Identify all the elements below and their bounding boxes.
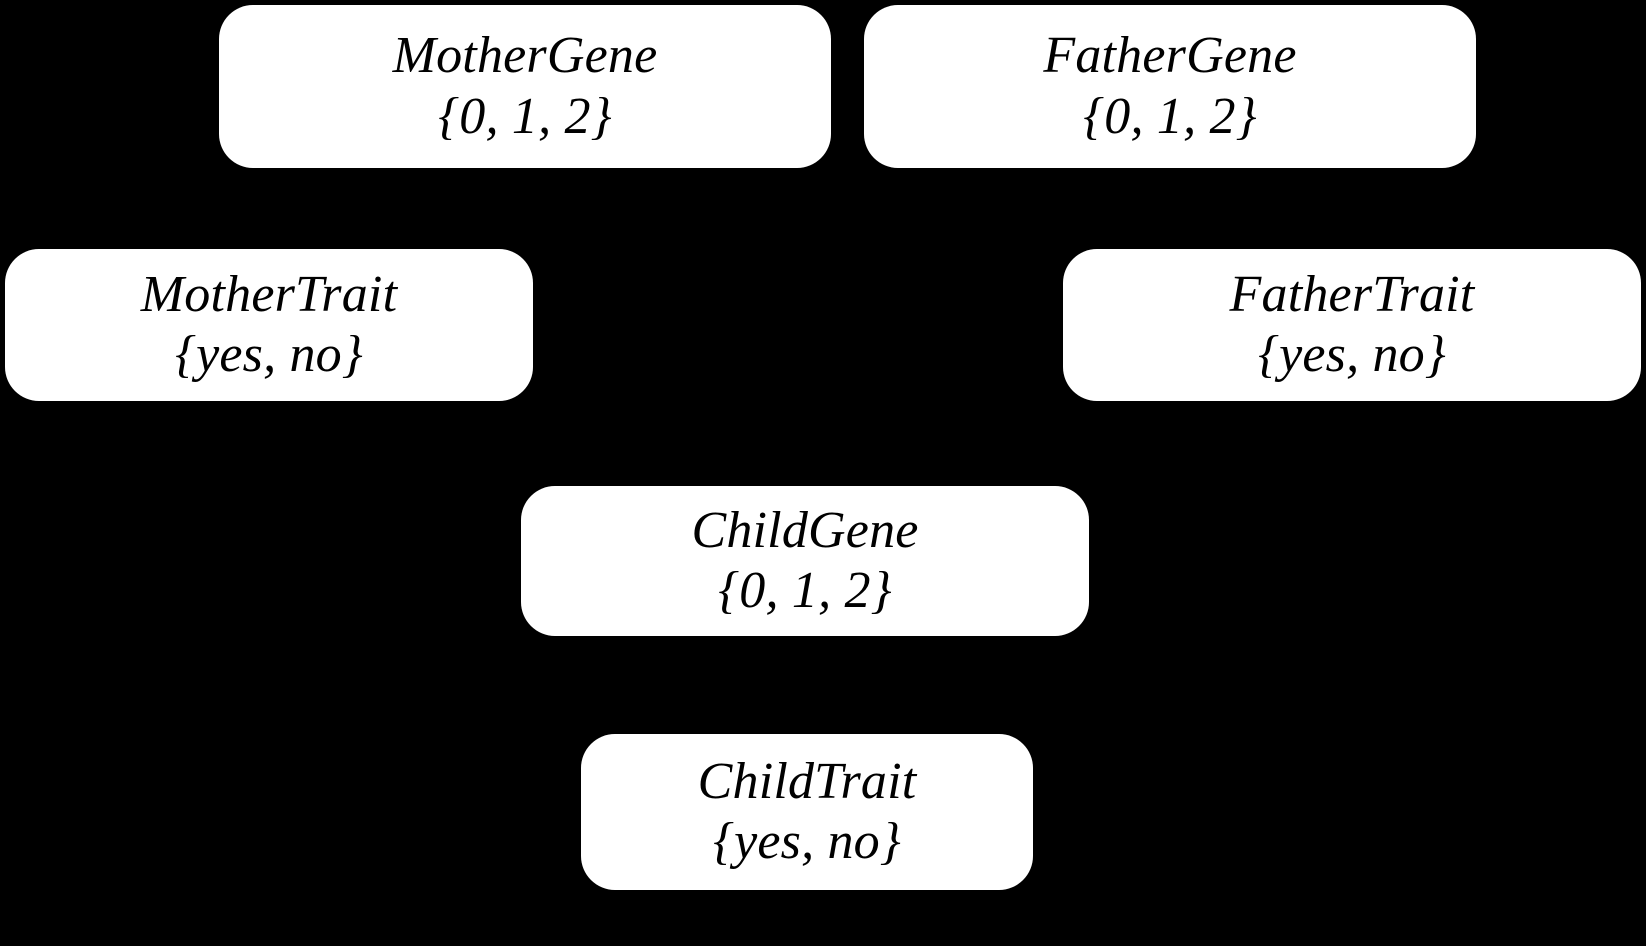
node-mother-gene-domain: {0, 1, 2} [438,87,612,145]
node-father-gene-title: FatherGene [1043,27,1297,85]
node-father-trait-domain: {yes, no} [1258,326,1446,383]
node-father-gene-domain: {0, 1, 2} [1083,87,1257,145]
node-child-gene[interactable]: ChildGene {0, 1, 2} [521,486,1089,636]
node-mother-trait-domain: {yes, no} [175,326,363,383]
node-mother-trait[interactable]: MotherTrait {yes, no} [5,249,533,401]
node-father-trait[interactable]: FatherTrait {yes, no} [1063,249,1641,401]
node-mother-gene[interactable]: MotherGene {0, 1, 2} [219,5,831,168]
node-father-trait-title: FatherTrait [1229,265,1475,323]
node-child-trait-title: ChildTrait [697,752,917,810]
node-child-trait-domain: {yes, no} [713,813,901,870]
node-child-gene-domain: {0, 1, 2} [718,562,892,619]
node-child-gene-title: ChildGene [691,501,919,559]
node-father-gene[interactable]: FatherGene {0, 1, 2} [864,5,1476,168]
node-mother-gene-title: MotherGene [392,27,658,85]
node-mother-trait-title: MotherTrait [140,265,398,323]
node-child-trait[interactable]: ChildTrait {yes, no} [581,734,1033,890]
